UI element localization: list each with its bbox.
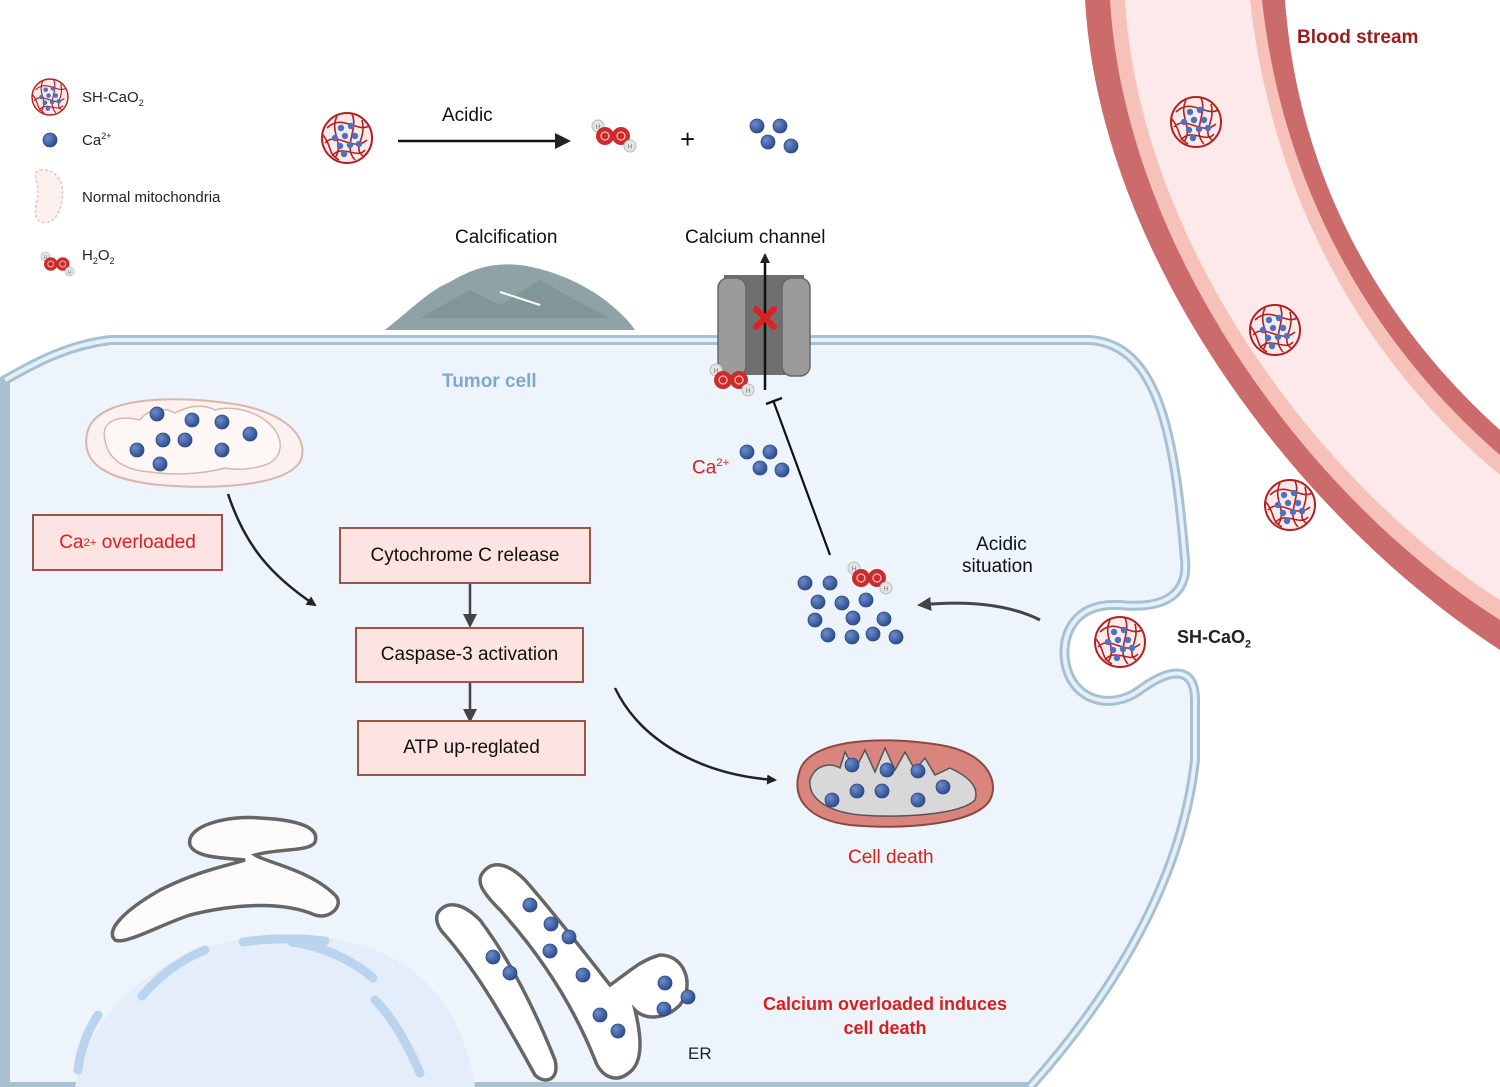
legend-label-text: SH-CaO	[82, 89, 139, 106]
er-label: ER	[688, 1044, 712, 1063]
box-text: overloaded	[96, 531, 196, 553]
cell-death-arrow	[613, 687, 777, 785]
box-sup: 2+	[83, 536, 97, 549]
calcium-ion-sup: 2+	[716, 457, 730, 469]
sh-cao2-text: SH-CaO	[1177, 627, 1246, 647]
overloaded-mitochondria	[85, 398, 304, 488]
tumor-cell-label: Tumor cell	[442, 371, 537, 392]
legend-nanoparticle-icon	[31, 78, 69, 116]
calcium-ion-label: Ca2+	[692, 457, 729, 479]
legend-label-sup: 2+	[101, 131, 112, 141]
calcification-deposit	[385, 264, 635, 330]
nanoparticle-icon	[1249, 304, 1301, 356]
acidic-line-1: Acidic	[976, 534, 1027, 555]
nanoparticle-icon	[1264, 479, 1316, 531]
calcium-channel	[717, 253, 811, 390]
legend-label-sub: 2	[109, 256, 115, 266]
cytochrome-release-box: Cytochrome C release	[339, 527, 591, 584]
legend-calcium-ion-icon	[42, 132, 58, 148]
nucleus	[73, 934, 475, 1087]
damaged-mitochondria	[796, 739, 994, 828]
legend-label-text: H	[82, 247, 93, 264]
acidic-line-2: situation	[962, 556, 1033, 577]
legend-hydrogen-peroxide-icon	[40, 251, 75, 277]
blood-stream-label: Blood stream	[1297, 27, 1419, 48]
reaction-hydrogen-peroxide-icon	[591, 119, 637, 153]
sh-cao2-label: SH-CaO2	[1177, 627, 1251, 651]
nanoparticle-icon	[1094, 616, 1146, 668]
legend-label-text: Ca	[82, 132, 102, 149]
legend-label-mitochondria: Normal mitochondria	[82, 189, 221, 206]
calcium-channel-label: Calcium channel	[685, 227, 826, 248]
calcification-label: Calcification	[455, 227, 558, 248]
caspase-activation-box: Caspase-3 activation	[355, 627, 584, 683]
legend-label-text: O	[97, 247, 110, 264]
reaction-calcium-icon	[749, 118, 799, 154]
legend-mitochondria-icon	[34, 169, 64, 224]
conclusion-label: Calcium overloaded induces cell death	[740, 992, 1030, 1040]
acidic-arrow	[917, 596, 1041, 622]
reaction-condition-label: Acidic	[442, 105, 493, 126]
reaction-nanoparticle-icon	[321, 112, 373, 164]
inhibition-line	[771, 399, 832, 556]
box-text: Ca	[59, 531, 84, 553]
endoplasmic-reticulum	[110, 815, 696, 1082]
sh-cao2-sub: 2	[1245, 638, 1252, 651]
pathway-arrow	[226, 493, 317, 607]
legend-label-nanoparticle: SH-CaO2	[82, 89, 144, 108]
acidic-situation-label: Acidic situation	[962, 534, 1033, 578]
conclusion-line-2: cell death	[843, 1018, 927, 1038]
legend-label-calcium: Ca2+	[82, 131, 111, 149]
legend-label-sub: 2	[92, 256, 98, 266]
calcium-ion-text: Ca	[692, 457, 717, 479]
nanoparticle-icon	[1170, 96, 1222, 148]
atp-upregulated-box: ATP up-reglated	[357, 720, 586, 776]
plus-sign: +	[680, 124, 696, 154]
legend-label-sub: 2	[138, 98, 144, 108]
conclusion-line-1: Calcium overloaded induces	[762, 994, 1008, 1014]
cell-death-label: Cell death	[848, 847, 934, 868]
blocked-x-icon	[753, 306, 777, 330]
legend-label-h2o2: H2O2	[82, 247, 115, 266]
